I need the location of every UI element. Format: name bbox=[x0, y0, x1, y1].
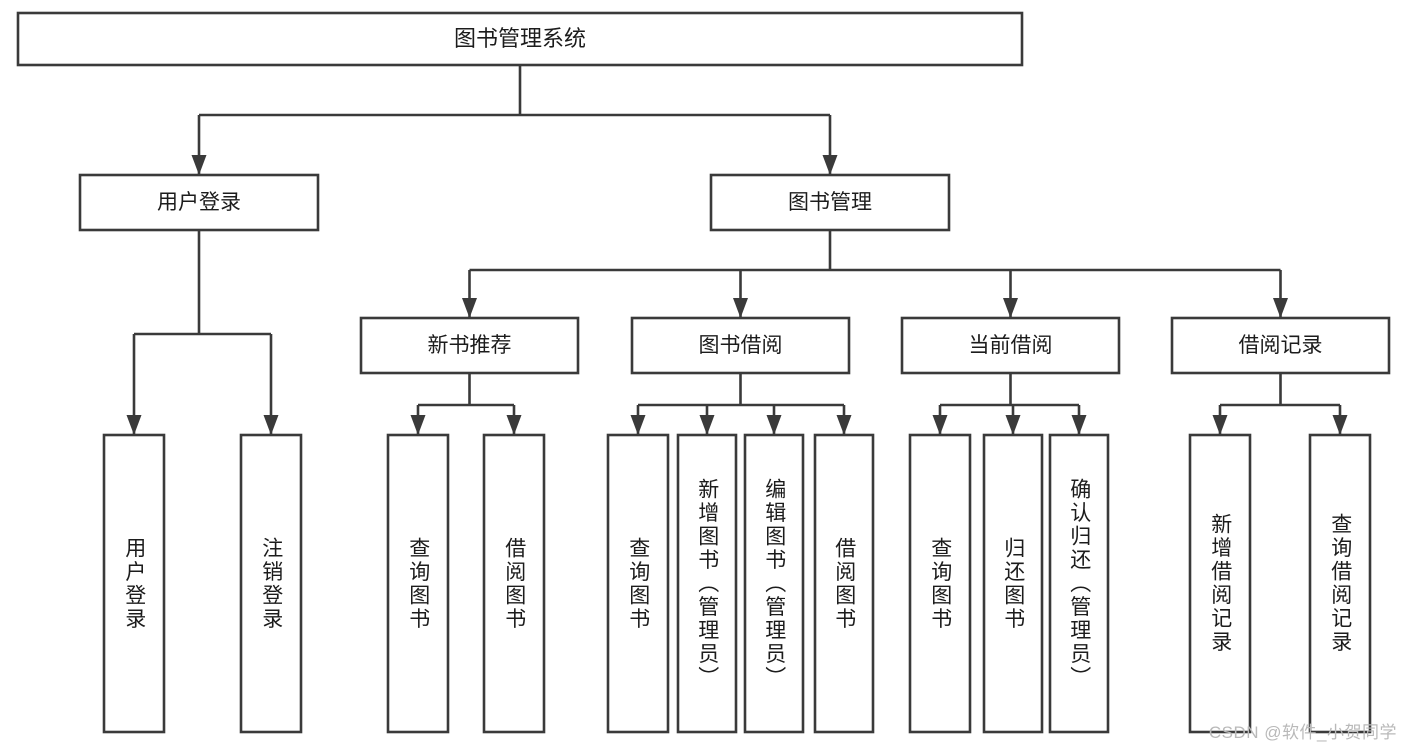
arrow-head bbox=[1005, 415, 1021, 435]
arrow-head bbox=[766, 415, 782, 435]
arrow-head bbox=[1332, 415, 1348, 435]
node-box-leaf-confirm-return[interactable] bbox=[1048, 433, 1110, 734]
arrow-head bbox=[506, 415, 522, 435]
node-label-book-manage: 图书管理 bbox=[788, 191, 872, 214]
node-label-new-book-recommend: 新书推荐 bbox=[428, 334, 512, 357]
arrow-head bbox=[1273, 298, 1288, 318]
arrow-head bbox=[263, 415, 279, 435]
node-box-leaf-add-book[interactable] bbox=[676, 433, 738, 734]
node-box-leaf-query-record[interactable] bbox=[1308, 433, 1372, 734]
node-box-leaf-borrow-book-2[interactable] bbox=[813, 433, 875, 734]
node-box-leaf-add-record[interactable] bbox=[1188, 433, 1252, 734]
node-box-leaf-query-book-3[interactable] bbox=[908, 433, 972, 734]
node-box-borrow-record[interactable] bbox=[1170, 316, 1391, 375]
connector-layer bbox=[126, 65, 1348, 435]
arrow-head bbox=[1212, 415, 1228, 435]
node-box-leaf-edit-book[interactable] bbox=[743, 433, 805, 734]
arrow-head bbox=[410, 415, 426, 435]
node-label-book-borrow: 图书借阅 bbox=[699, 334, 783, 357]
node-box-leaf-return-book[interactable] bbox=[982, 433, 1044, 734]
node-box-book-manage[interactable] bbox=[709, 173, 951, 232]
node-box-layer bbox=[16, 11, 1391, 734]
arrow-head bbox=[462, 298, 477, 318]
node-box-new-book-recommend[interactable] bbox=[359, 316, 580, 375]
arrow-head bbox=[1003, 298, 1018, 318]
arrow-head bbox=[191, 155, 207, 175]
node-label-current-borrow: 当前借阅 bbox=[969, 334, 1053, 357]
node-box-leaf-query-book-1[interactable] bbox=[386, 433, 450, 734]
node-label-user-login: 用户登录 bbox=[157, 191, 241, 214]
arrow-head bbox=[733, 298, 748, 318]
arrow-head bbox=[630, 415, 646, 435]
node-label-root: 图书管理系统 bbox=[454, 26, 586, 51]
node-box-leaf-user-login[interactable] bbox=[102, 433, 166, 734]
node-box-user-login[interactable] bbox=[78, 173, 320, 232]
watermark-text: CSDN @软件_小贺同学 bbox=[1208, 723, 1397, 742]
node-box-root[interactable] bbox=[16, 11, 1024, 67]
arrow-head bbox=[932, 415, 948, 435]
node-box-book-borrow[interactable] bbox=[630, 316, 851, 375]
node-box-leaf-logout[interactable] bbox=[239, 433, 303, 734]
node-box-current-borrow[interactable] bbox=[900, 316, 1121, 375]
arrow-head bbox=[1071, 415, 1087, 435]
arrow-head bbox=[822, 155, 838, 175]
arrow-head bbox=[836, 415, 852, 435]
arrow-head bbox=[699, 415, 715, 435]
node-box-leaf-query-book-2[interactable] bbox=[606, 433, 670, 734]
node-box-leaf-borrow-book-1[interactable] bbox=[482, 433, 546, 734]
arrow-head bbox=[126, 415, 142, 435]
node-label-borrow-record: 借阅记录 bbox=[1239, 334, 1323, 357]
